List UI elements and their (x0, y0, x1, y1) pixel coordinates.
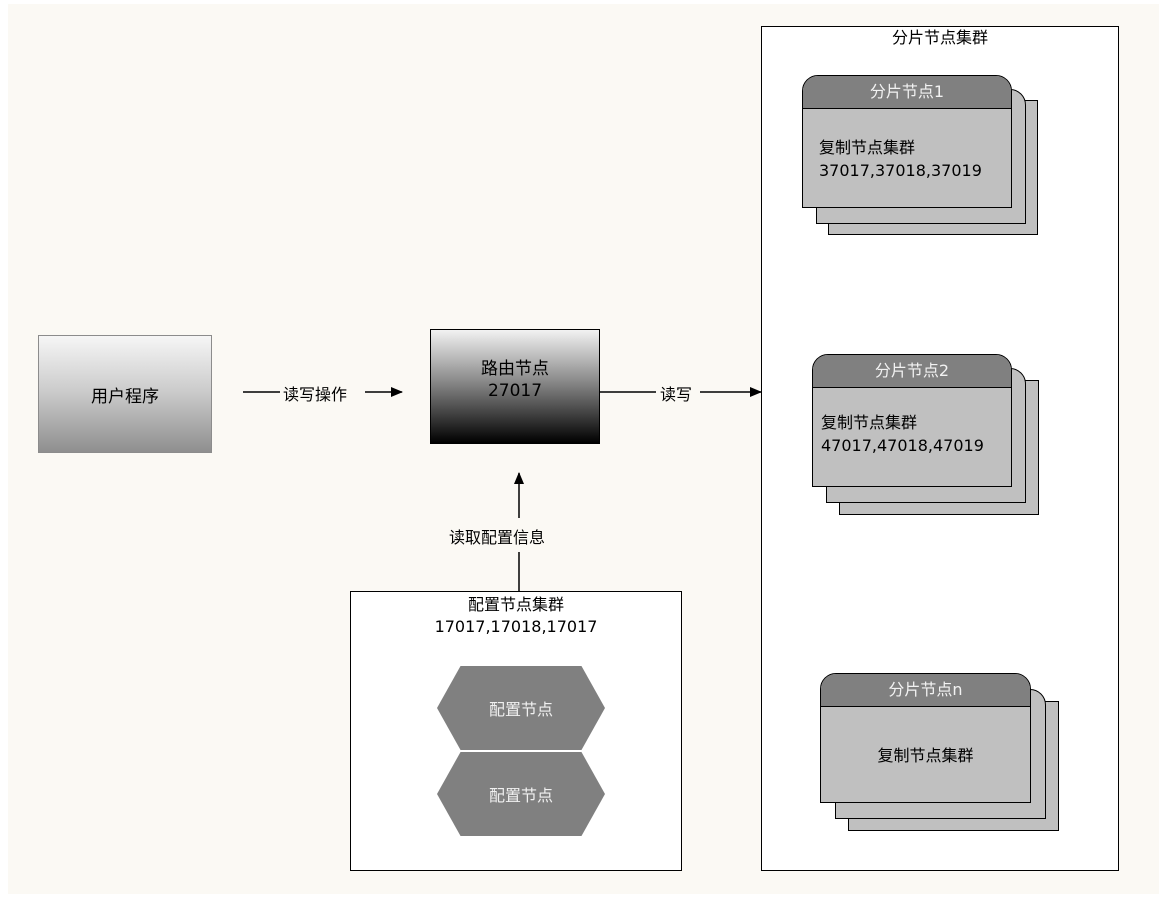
shard-node: 分片节点2 复制节点集群 47017,47018,47019 (812, 354, 1012, 487)
user-program-node: 用户程序 (38, 335, 212, 453)
shard-node-body-title: 复制节点集群 (819, 138, 916, 157)
router-node: 路由节点 27017 (430, 329, 600, 444)
config-cluster-ports: 17017,17018,17017 (434, 617, 598, 636)
router-label: 路由节点 (481, 358, 549, 379)
shard-node-body-title: 复制节点集群 (821, 413, 918, 432)
config-cluster-title: 配置节点集群 17017,17018,17017 (351, 594, 681, 638)
shard-node-body: 复制节点集群 37017,37018,37019 (819, 136, 982, 182)
edge-label-user-to-router: 读写操作 (283, 385, 348, 404)
shard-cluster: 分片节点集群 分片节点1 复制节点集群 37017,37018,37019 分片… (761, 26, 1119, 871)
shard-node-body-title: 复制节点集群 (877, 746, 974, 765)
shard-node-name: 分片节点n (821, 674, 1030, 707)
config-cluster: 配置节点集群 17017,17018,17017 配置节点 配置节点 (350, 591, 682, 871)
shard-node: 分片节点n 复制节点集群 (820, 673, 1031, 803)
shard-node-name: 分片节点1 (803, 76, 1011, 109)
config-node-label: 配置节点 (488, 700, 553, 719)
config-node: 配置节点 (437, 752, 605, 836)
shard-node-ports: 47017,47018,47019 (821, 436, 984, 455)
shard-node: 分片节点1 复制节点集群 37017,37018,37019 (802, 75, 1012, 208)
shard-cluster-title: 分片节点集群 (891, 28, 988, 47)
router-port: 27017 (487, 380, 543, 401)
shard-node-ports: 37017,37018,37019 (819, 161, 982, 180)
edge-label-config-to-router: 读取配置信息 (449, 528, 546, 547)
config-node-label: 配置节点 (488, 786, 553, 805)
shard-node-body: 复制节点集群 47017,47018,47019 (821, 411, 984, 457)
config-node: 配置节点 (437, 666, 605, 750)
user-program-label: 用户程序 (91, 386, 159, 407)
edge-label-router-to-shards: 读写 (660, 385, 693, 404)
shard-node-body: 复制节点集群 (821, 744, 1030, 767)
shard-node-name: 分片节点2 (813, 355, 1011, 388)
config-cluster-name: 配置节点集群 (467, 595, 564, 614)
